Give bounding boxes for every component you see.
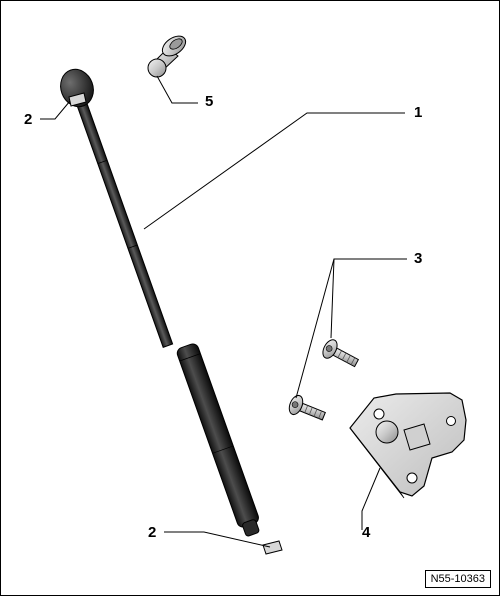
callout-3: 3 <box>414 250 423 267</box>
retaining-clip-icon <box>68 92 283 555</box>
leader-line-5 <box>156 75 198 104</box>
callout-2-bottom: 2 <box>148 524 157 541</box>
leader-line-2b <box>164 531 271 548</box>
reference-code: N55-10363 <box>424 570 491 588</box>
gas-strut-icon <box>60 68 260 537</box>
leader-line-4 <box>361 467 381 530</box>
callout-4: 4 <box>362 524 371 541</box>
mounting-bracket-icon <box>349 392 467 499</box>
callout-2-top: 2 <box>24 111 33 128</box>
callout-5: 5 <box>205 93 214 110</box>
screw-icon <box>288 339 360 421</box>
leader-line-3b <box>295 258 335 399</box>
ball-stud-icon <box>147 35 187 78</box>
callout-1: 1 <box>414 104 423 121</box>
leader-line-1 <box>143 112 405 230</box>
leader-line-3a <box>330 258 407 339</box>
leader-line-2a <box>40 100 71 120</box>
leader-lines <box>40 75 407 548</box>
